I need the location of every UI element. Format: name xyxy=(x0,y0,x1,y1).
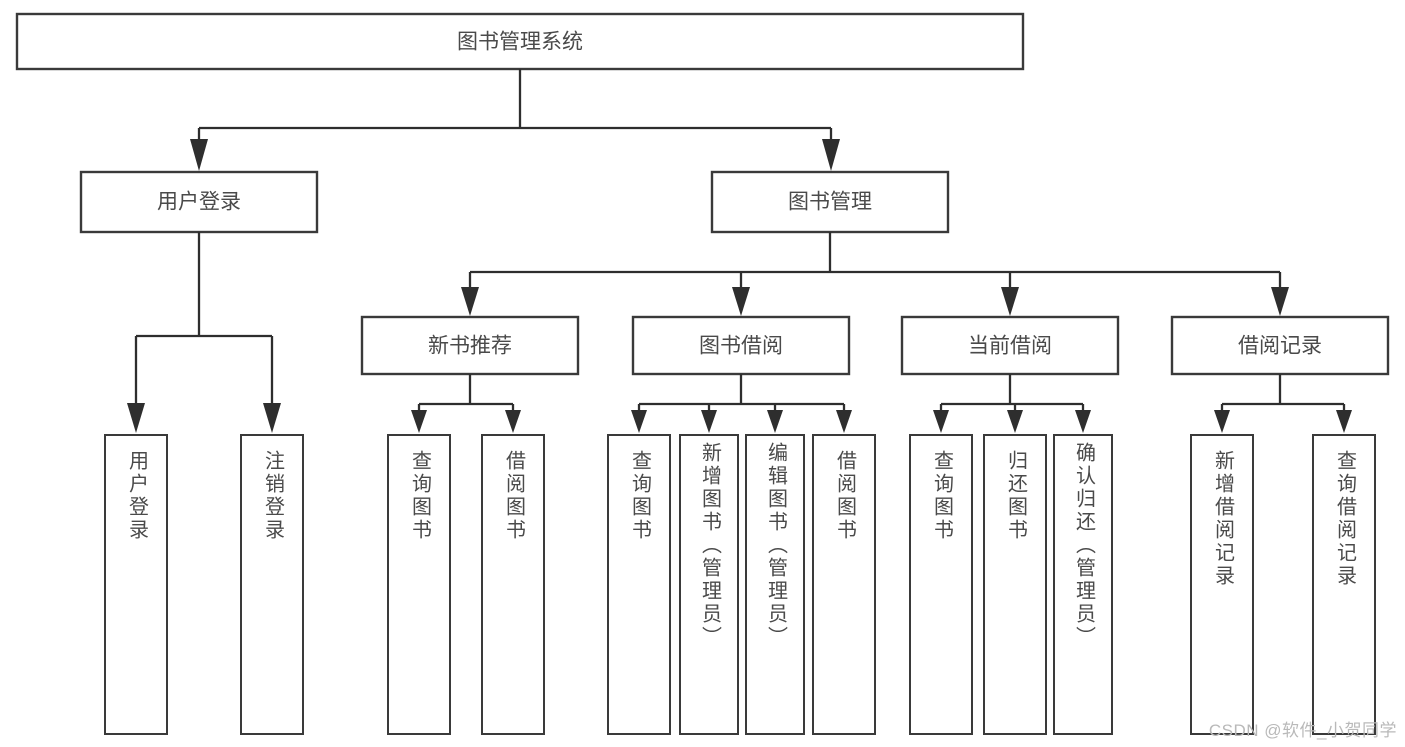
arrowhead-leaf-return-book xyxy=(1007,410,1023,433)
leaf-node-query-book-borrow-label: 查询图书 xyxy=(628,450,651,542)
leaf-node-user-login[interactable]: 用户登录 xyxy=(104,434,168,735)
arrowhead-leaf-query-book-2 xyxy=(631,410,647,433)
node-root[interactable]: 图书管理系统 xyxy=(15,12,1025,71)
arrowhead-book-borrow xyxy=(732,287,750,316)
node-user-login-label: 用户登录 xyxy=(157,191,241,214)
arrowhead-current-borrow xyxy=(1001,287,1019,316)
arrowhead-user-login xyxy=(190,139,208,171)
leaf-node-add-book-admin-label: 新增图书（管理员） xyxy=(698,442,721,649)
node-book-borrow-label: 图书借阅 xyxy=(699,335,783,358)
leaf-node-add-book-admin[interactable]: 新增图书（管理员） xyxy=(679,434,739,735)
leaf-node-query-book-current[interactable]: 查询图书 xyxy=(909,434,973,735)
arrowhead-new-book-rec xyxy=(461,287,479,316)
node-new-book-rec-label: 新书推荐 xyxy=(428,335,512,358)
leaf-node-return-book[interactable]: 归还图书 xyxy=(983,434,1047,735)
arrowhead-leaf-add-record xyxy=(1214,410,1230,433)
node-book-manage-box xyxy=(710,170,950,234)
leaf-node-query-borrow-record-label: 查询借阅记录 xyxy=(1333,450,1356,588)
arrowhead-leaf-query-book-1 xyxy=(411,410,427,433)
arrowhead-leaf-edit-book xyxy=(767,410,783,433)
leaf-node-borrow-book-rec[interactable]: 借阅图书 xyxy=(481,434,545,735)
arrowhead-leaf-borrow-book-2 xyxy=(836,410,852,433)
leaf-node-edit-book-admin[interactable]: 编辑图书（管理员） xyxy=(745,434,805,735)
leaf-node-edit-book-admin-label: 编辑图书（管理员） xyxy=(764,442,787,649)
leaf-node-logout-login[interactable]: 注销登录 xyxy=(240,434,304,735)
node-user-login-box xyxy=(79,170,319,234)
leaf-node-borrow-book-rec-label: 借阅图书 xyxy=(502,450,525,542)
leaf-node-confirm-return-admin-label: 确认归还（管理员） xyxy=(1072,442,1095,649)
arrowhead-borrow-record xyxy=(1271,287,1289,316)
leaf-node-borrow-book-borrow-label: 借阅图书 xyxy=(833,450,856,542)
arrowhead-book-manage xyxy=(822,139,840,171)
leaf-node-return-book-label: 归还图书 xyxy=(1004,450,1027,542)
leaf-node-query-borrow-record[interactable]: 查询借阅记录 xyxy=(1312,434,1376,735)
leaf-node-query-book-rec[interactable]: 查询图书 xyxy=(387,434,451,735)
node-root-label: 图书管理系统 xyxy=(457,31,583,54)
leaf-node-query-book-rec-label: 查询图书 xyxy=(408,450,431,542)
arrowhead-leaf-borrow-book-1 xyxy=(505,410,521,433)
node-new-book-rec-box xyxy=(360,315,580,376)
leaf-node-query-book-current-label: 查询图书 xyxy=(930,450,953,542)
leaf-node-add-borrow-record[interactable]: 新增借阅记录 xyxy=(1190,434,1254,735)
arrowhead-leaf-add-book xyxy=(701,410,717,433)
leaf-node-borrow-book-borrow[interactable]: 借阅图书 xyxy=(812,434,876,735)
arrowhead-leaf-confirm-return xyxy=(1075,410,1091,433)
node-borrow-record-label: 借阅记录 xyxy=(1238,335,1322,358)
node-user-login[interactable]: 用户登录 xyxy=(79,170,319,234)
node-borrow-record[interactable]: 借阅记录 xyxy=(1170,315,1390,376)
leaf-node-query-book-borrow[interactable]: 查询图书 xyxy=(607,434,671,735)
arrowhead-leaf-user-login xyxy=(127,403,145,433)
node-book-manage[interactable]: 图书管理 xyxy=(710,170,950,234)
leaf-node-confirm-return-admin[interactable]: 确认归还（管理员） xyxy=(1053,434,1113,735)
arrowhead-leaf-logout-login xyxy=(263,403,281,433)
leaf-node-logout-login-label: 注销登录 xyxy=(261,450,284,542)
node-new-book-rec[interactable]: 新书推荐 xyxy=(360,315,580,376)
node-borrow-record-box xyxy=(1170,315,1390,376)
node-book-manage-label: 图书管理 xyxy=(788,191,872,214)
node-current-borrow-label: 当前借阅 xyxy=(968,335,1052,358)
leaf-node-user-login-label: 用户登录 xyxy=(125,450,148,542)
node-book-borrow-box xyxy=(631,315,851,376)
arrowhead-leaf-query-record xyxy=(1336,410,1352,433)
node-root-box xyxy=(15,12,1025,71)
leaf-node-add-borrow-record-label: 新增借阅记录 xyxy=(1211,450,1234,588)
node-book-borrow[interactable]: 图书借阅 xyxy=(631,315,851,376)
csdn-watermark: CSDN @软件_小贺同学 xyxy=(1208,721,1397,740)
arrowhead-leaf-query-book-3 xyxy=(933,410,949,433)
node-current-borrow[interactable]: 当前借阅 xyxy=(900,315,1120,376)
